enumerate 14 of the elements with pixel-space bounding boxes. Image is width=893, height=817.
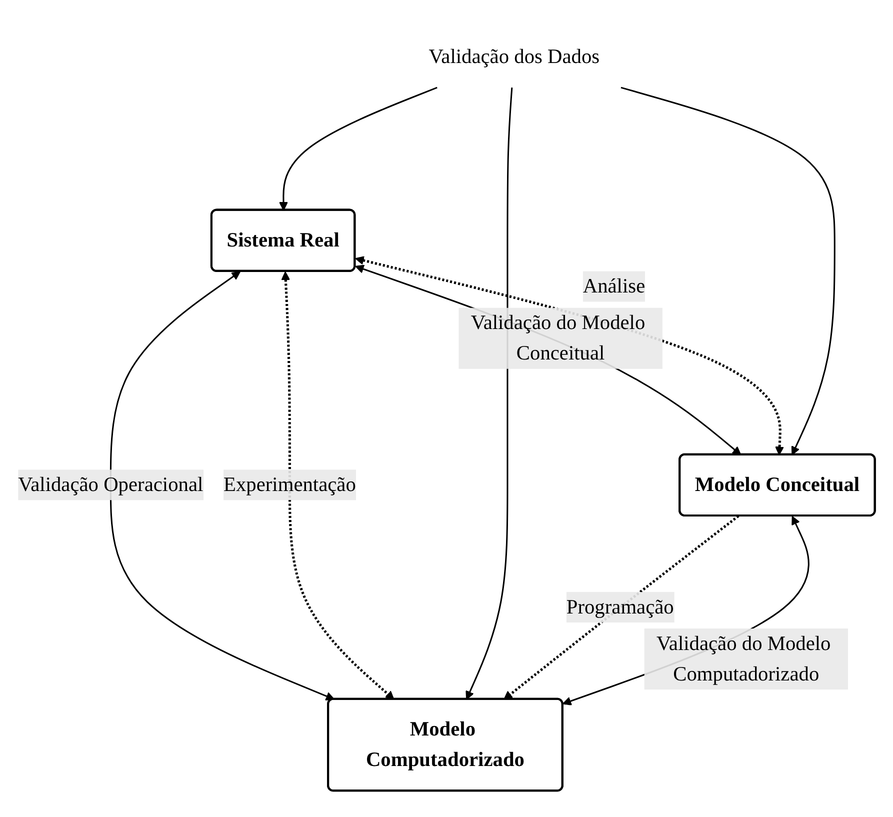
arrow [504,514,740,700]
arrow [110,271,335,700]
edge-label: Validação do Modelo Computadorizado [656,632,831,686]
arrow [279,86,438,211]
arrow [620,86,836,456]
arrow [466,88,513,700]
edge-label: Programação [566,596,674,618]
edge-label: Experimentação [224,474,356,496]
edge-label: Validação do Modelo Conceitual [470,312,646,365]
node-text: Validação dos Dados [428,46,600,68]
edge-label: Validação Operacional [18,474,204,496]
arrow [281,271,394,700]
arrow [562,516,810,706]
edge-label: Análise [582,275,646,298]
